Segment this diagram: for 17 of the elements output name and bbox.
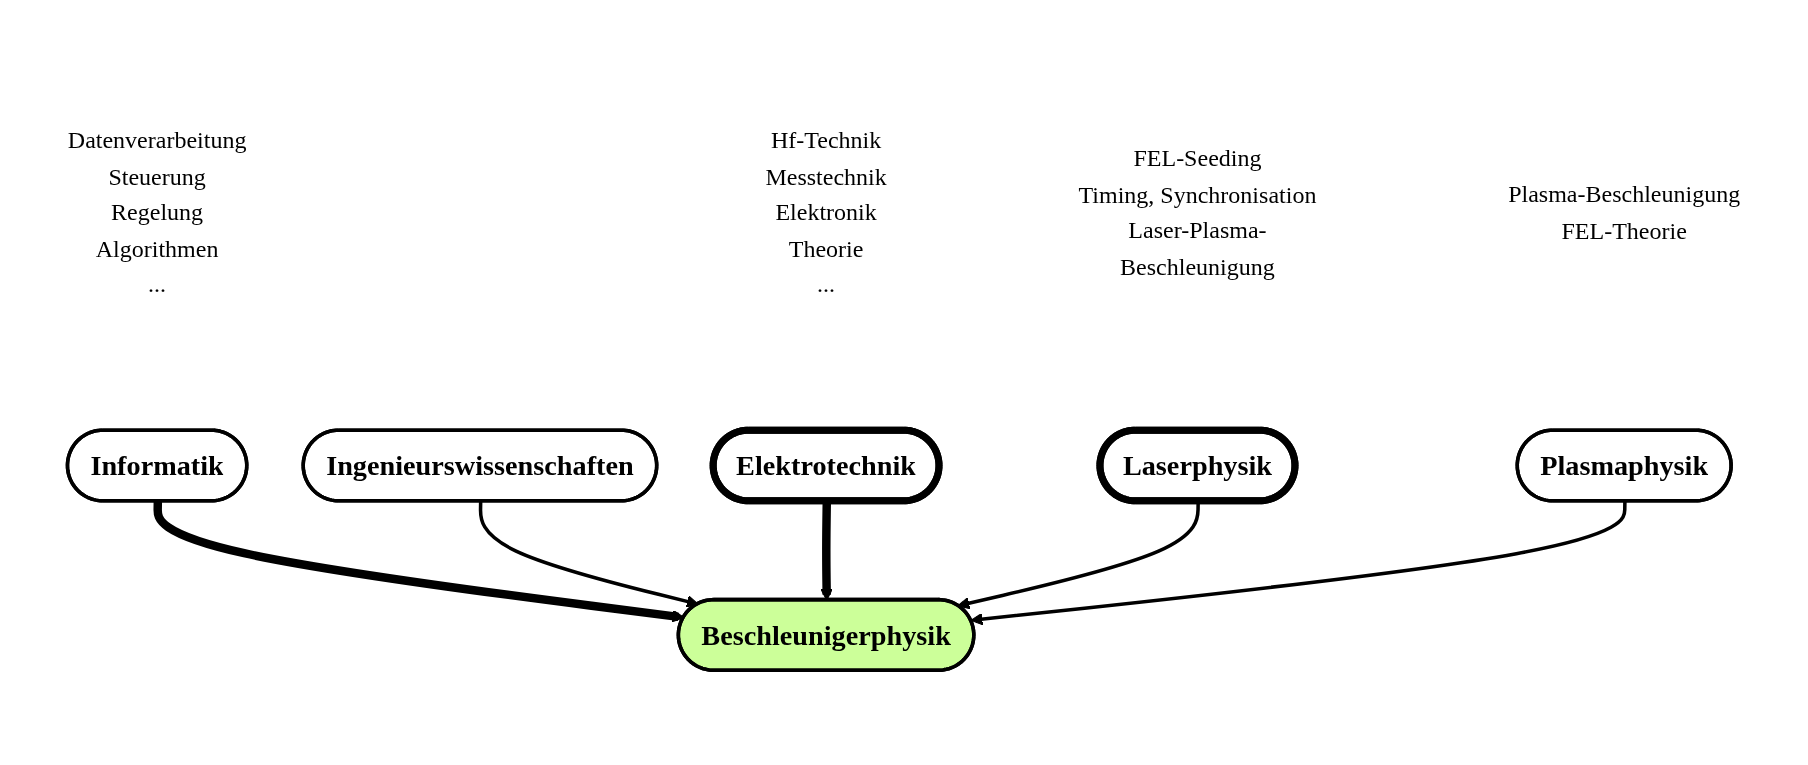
node-label: FEL-Theorie <box>1561 217 1687 245</box>
arrow <box>970 501 1627 626</box>
node-label: ... <box>148 271 167 299</box>
arrow <box>478 501 699 608</box>
node-label: Regelung <box>111 199 204 227</box>
node-label: FEL-Seeding <box>1133 145 1262 173</box>
node-label: Theorie <box>788 235 864 263</box>
node-label: Laser-Plasma-Beschleunigung <box>1120 217 1275 281</box>
node-label: Steuerung <box>108 163 206 191</box>
node-label: ... <box>817 271 836 299</box>
node-label: Timing, Synchronisation <box>1078 181 1317 209</box>
node-label: Hf-Technik <box>770 127 882 155</box>
node-label: Plasma-Beschleunigung <box>1508 181 1741 209</box>
node-label: Elektronik <box>775 199 877 227</box>
node-label: Algorithmen <box>95 235 219 263</box>
node-label: Datenverarbeitung <box>67 127 247 155</box>
node-label: Messtechnik <box>765 163 887 191</box>
